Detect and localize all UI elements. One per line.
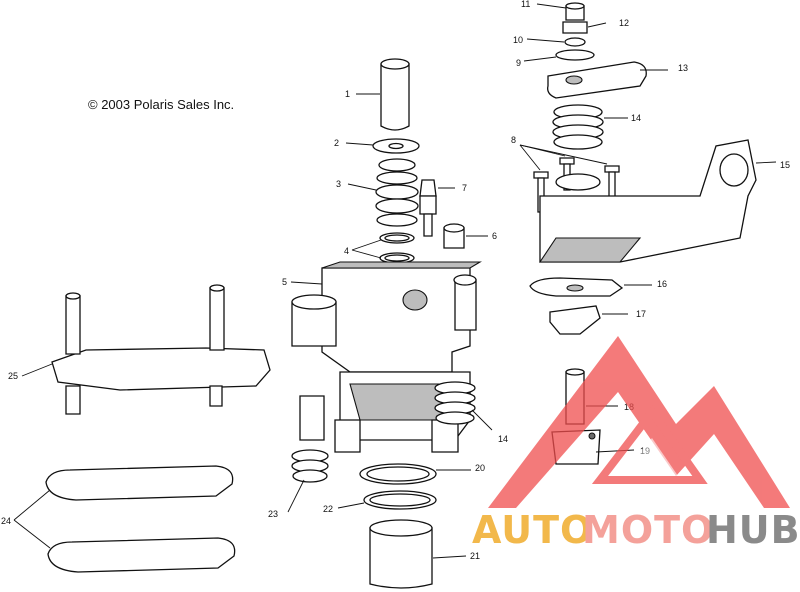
part-13-bracket [547, 61, 668, 99]
part-2-washer [345, 138, 420, 154]
callout-12: 12 [619, 18, 629, 28]
part-15-mounting-bracket [538, 139, 777, 263]
callout-24: 24 [1, 516, 11, 526]
callout-2: 2 [334, 138, 339, 148]
part-23-boot [287, 449, 329, 513]
part-4-o-rings [351, 232, 415, 264]
callout-10: 10 [513, 35, 523, 45]
callout-7: 7 [462, 183, 467, 193]
part-6-bushing [443, 223, 488, 249]
callout-5: 5 [282, 277, 287, 287]
part-17-clip [549, 305, 628, 335]
part-7-bleeder [419, 179, 455, 237]
part-14-bushing-upper [552, 104, 628, 150]
callout-4: 4 [344, 246, 349, 256]
callout-11: 11 [521, 0, 530, 9]
copyright-notice: © 2003 Polaris Sales Inc. [88, 97, 235, 112]
watermark-logo-mark [488, 336, 790, 508]
callout-14-lower: 14 [498, 434, 508, 444]
callout-19: 19 [640, 446, 650, 456]
part-16-plate [529, 277, 652, 297]
part-22-o-ring [337, 490, 437, 510]
callout-9: 9 [516, 58, 521, 68]
watermark-text-auto: AUTO [472, 508, 594, 552]
part-25-stud-bracket [21, 284, 271, 415]
callout-16: 16 [657, 279, 667, 289]
part-14-bushing-lower [434, 381, 493, 431]
callout-21: 21 [470, 551, 480, 561]
callout-1: 1 [345, 89, 350, 99]
callout-3: 3 [336, 179, 341, 189]
parts-9-12-fastener-stack [523, 2, 607, 62]
part-20-seal [359, 463, 471, 485]
part-24-brake-pads [13, 465, 236, 573]
callout-6: 6 [492, 231, 497, 241]
callout-15: 15 [780, 160, 790, 170]
callout-25: 25 [8, 371, 18, 381]
watermark-text-moto: MOTO [582, 508, 715, 552]
callout-20: 20 [475, 463, 485, 473]
callout-22: 22 [323, 504, 333, 514]
callout-23: 23 [268, 509, 278, 519]
part-21-piston [369, 519, 467, 589]
part-1-pin [356, 58, 410, 131]
callout-8: 8 [511, 135, 516, 145]
watermark-text-hub: HUB [706, 508, 800, 552]
callout-17: 17 [636, 309, 646, 319]
callout-14-upper: 14 [631, 113, 641, 123]
callout-labels: 1 2 3 4 5 6 7 8 9 10 11 12 13 14 14 15 1… [1, 0, 790, 561]
part-3-spring [347, 158, 419, 227]
callout-13: 13 [678, 63, 688, 73]
